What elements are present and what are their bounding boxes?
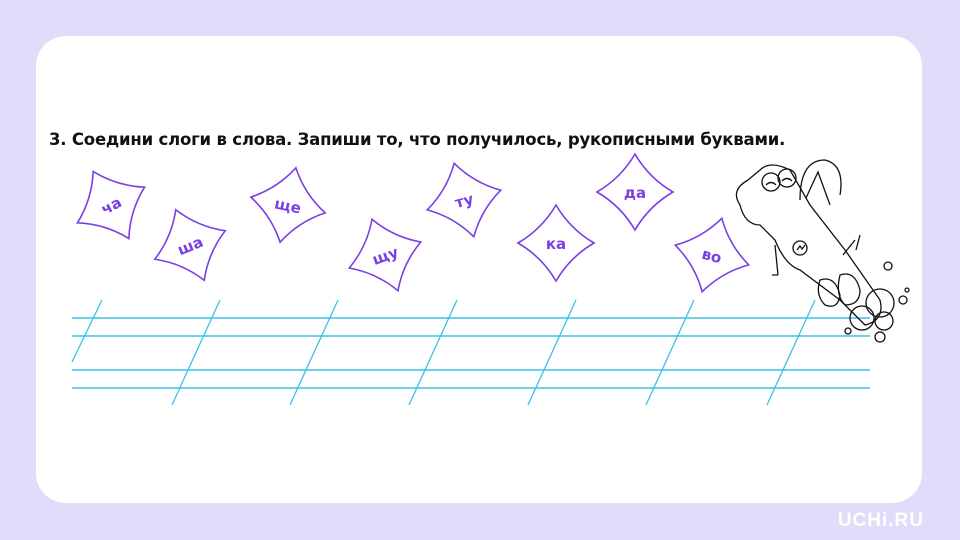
slant-line	[71, 299, 103, 363]
diamond-shape	[595, 152, 675, 232]
syllable-card[interactable]: ша	[141, 196, 240, 295]
syllable-text: во	[700, 245, 724, 268]
syllable-text: ще	[273, 194, 303, 217]
diamond-shape	[347, 217, 423, 293]
syllable-text: да	[624, 184, 646, 202]
diamond-shape	[516, 203, 596, 283]
diamond-shape	[425, 161, 503, 239]
syllable-card[interactable]: во	[665, 208, 758, 301]
diamond-shape	[76, 170, 146, 240]
syllable-text: ту	[453, 190, 476, 212]
slant-line	[645, 299, 695, 406]
syllable-card[interactable]: ту	[417, 153, 510, 246]
slant-line	[171, 299, 221, 406]
syllable-text: ка	[546, 235, 566, 253]
syllable-card[interactable]: ча	[60, 154, 163, 257]
slant-line	[289, 299, 339, 406]
handwriting-lines	[71, 299, 870, 406]
worksheet-card	[36, 36, 922, 503]
diamond-shape	[249, 166, 327, 244]
syllable-card[interactable]: щу	[336, 206, 433, 303]
diamond-shape	[673, 216, 751, 294]
syllable-card[interactable]: ка	[516, 203, 596, 283]
slant-line	[766, 299, 816, 406]
syllable-card[interactable]: да	[595, 152, 675, 232]
diamond-shape	[153, 208, 227, 282]
slant-line	[527, 299, 577, 406]
task-title: 3. Соедини слоги в слова. Запиши то, что…	[49, 130, 786, 149]
mascot-illustration	[735, 159, 910, 343]
syllable-card[interactable]: ще	[243, 160, 333, 250]
slant-line	[408, 299, 458, 406]
uchi-logo: UCHi.RU	[837, 510, 924, 531]
